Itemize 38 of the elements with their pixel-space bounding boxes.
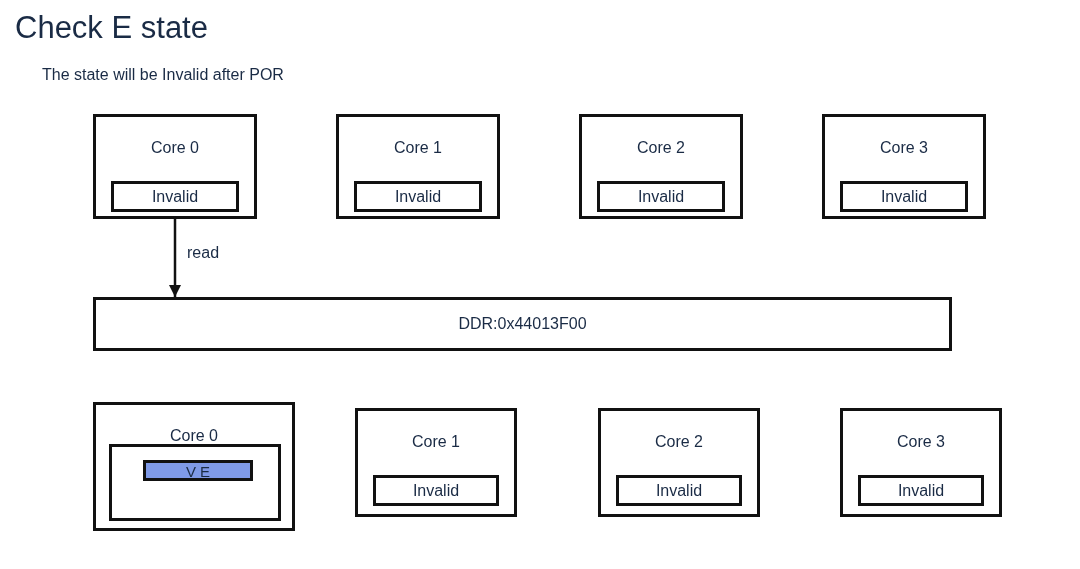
state-text: Invalid	[636, 188, 686, 205]
core-label: Core 0	[169, 427, 219, 445]
state-text: V E	[184, 463, 212, 478]
core-label: Core 1	[393, 139, 443, 157]
core-box	[598, 408, 760, 517]
state-text: Invalid	[654, 482, 704, 499]
slide-title: Check E state	[15, 10, 208, 46]
core-box	[93, 114, 257, 219]
state-box	[858, 475, 984, 506]
state-text: Invalid	[896, 482, 946, 499]
core-label: Core 2	[636, 139, 686, 157]
core-label: Core 3	[896, 433, 946, 451]
core-label: Core 0	[150, 139, 200, 157]
core-box	[822, 114, 986, 219]
state-box	[840, 181, 968, 212]
state-text: Invalid	[393, 188, 443, 205]
core-box	[336, 114, 500, 219]
note-text: The state will be Invalid after POR	[42, 66, 284, 84]
state-box	[373, 475, 499, 506]
core-box	[840, 408, 1002, 517]
core-label: Core 2	[654, 433, 704, 451]
empty-box	[109, 444, 281, 521]
core-box	[93, 402, 295, 531]
state-box	[597, 181, 725, 212]
memory-box	[93, 297, 952, 351]
state-box	[111, 181, 239, 212]
core-label: Core 3	[879, 139, 929, 157]
state-text: Invalid	[150, 188, 200, 205]
state-text: Invalid	[879, 188, 929, 205]
state-box	[616, 475, 742, 506]
state-box	[354, 181, 482, 212]
arrow	[168, 219, 182, 297]
state-box	[143, 460, 253, 481]
state-text: DDR:0x44013F00	[457, 316, 588, 332]
core-box	[579, 114, 743, 219]
core-label: Core 1	[411, 433, 461, 451]
core-box	[355, 408, 517, 517]
state-text: Invalid	[411, 482, 461, 499]
